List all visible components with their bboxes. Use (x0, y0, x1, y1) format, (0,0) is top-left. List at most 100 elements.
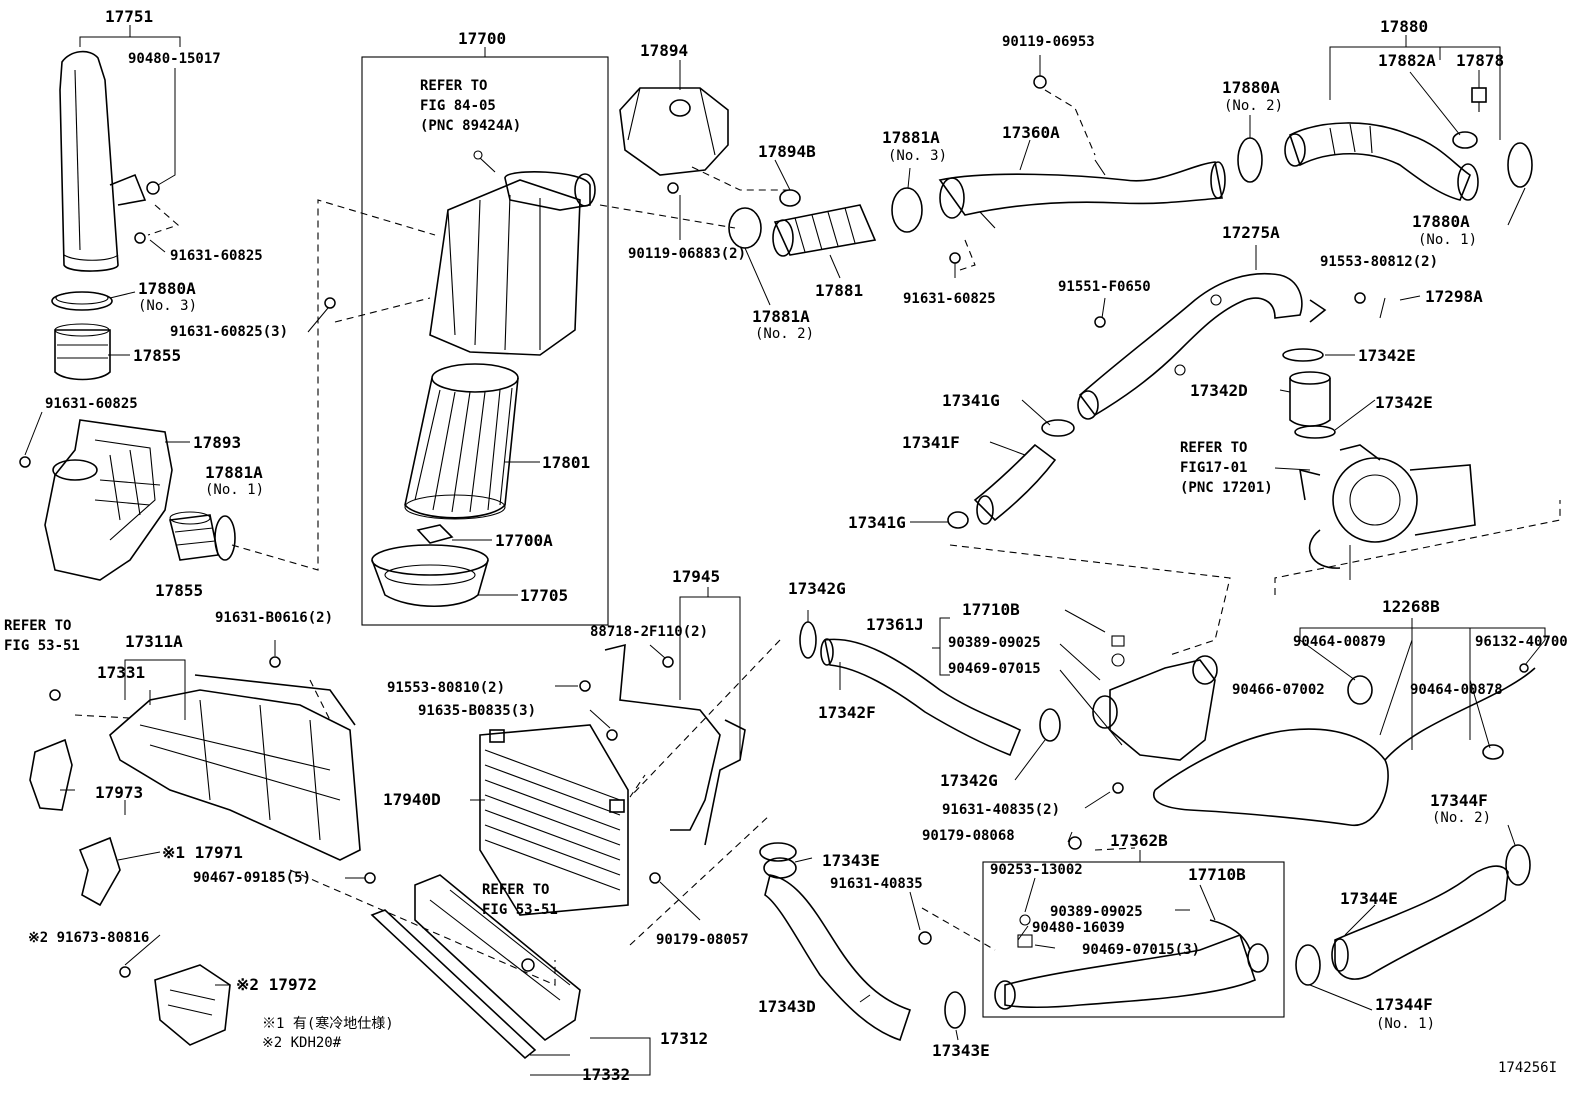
clamp-17882a (1452, 131, 1478, 149)
bolt-icon (949, 252, 961, 264)
bolt-icon (364, 872, 376, 884)
label-17881: 17881 (815, 281, 863, 300)
pipe-17362b (994, 914, 1269, 1010)
label-17360a: 17360A (1002, 123, 1060, 142)
bolt-icon (119, 966, 131, 978)
clamp-17894b (779, 189, 801, 207)
label-17880a: 17880A (138, 279, 196, 298)
resonator-17894 (619, 87, 729, 176)
label-no3: (No. 3) (138, 298, 197, 314)
label-91631-60825: 91631-60825 (903, 291, 996, 307)
label-17341g: 17341G (942, 391, 1000, 410)
label-17332: 17332 (582, 1065, 630, 1084)
label-17710b: 17710B (962, 600, 1020, 619)
label-17882a: 17882A (1378, 51, 1436, 70)
footnote-1: ※1 有(寒冷地仕様) (262, 1015, 394, 1032)
bolt-icon (49, 689, 61, 701)
refer-text: FIG 84-05 (420, 98, 496, 114)
label-91635-b0835-3: 91635-B0835(3) (418, 703, 536, 719)
label-91631-40835-2: 91631-40835(2) (942, 802, 1060, 818)
intake-pipe-17360a (938, 159, 1226, 229)
label-17700a: 17700A (495, 531, 553, 550)
label-96132-40700: 96132-40700 (1475, 634, 1568, 650)
label-17344f: 17344F (1430, 791, 1488, 810)
label-90179-08068: 90179-08068 (922, 828, 1015, 844)
heat-insulator-17331 (109, 674, 361, 861)
bolt-icon (1033, 75, 1047, 89)
label-17940d: 17940D (383, 790, 441, 809)
label-17343d: 17343D (758, 997, 816, 1016)
bolt-icon (146, 181, 160, 195)
refer-text: REFER TO (482, 882, 549, 898)
label-90119-06953: 90119-06953 (1002, 34, 1095, 50)
bracket-17973 (29, 738, 73, 811)
intercooler-17940d (479, 724, 629, 916)
label-17311a: 17311A (125, 632, 183, 651)
hose-17880-assembly (1284, 122, 1479, 201)
refer-text: FIG17-01 (1180, 460, 1247, 476)
label-no1: (No. 1) (205, 482, 264, 498)
bolt-icon (1354, 292, 1366, 304)
clamp-17344f-no1 (1295, 944, 1321, 986)
intake-duct-17751 (59, 50, 147, 272)
bolt-markers (19, 75, 1529, 978)
label-17855: 17855 (155, 581, 203, 600)
label-91631-b0616-2: 91631-B0616(2) (215, 610, 333, 626)
clamp-17341g-upper (1041, 419, 1075, 437)
label-90480-16039: 90480-16039 (1032, 920, 1125, 936)
clamp-17881a-no3 (891, 187, 923, 233)
bolt-icon (269, 656, 281, 668)
clip-17700a (416, 524, 454, 544)
refer-text: REFER TO (1180, 440, 1247, 456)
hose-17855-lower (169, 511, 219, 561)
shield-17312 (414, 874, 581, 1042)
label-17710b: 17710B (1188, 865, 1246, 884)
label-90480-15017: 90480-15017 (128, 51, 221, 67)
label-12268b: 12268B (1382, 597, 1440, 616)
label-17880a: 17880A (1222, 78, 1280, 97)
label-no2: (No. 2) (1224, 98, 1283, 114)
label-17344f: 17344F (1375, 995, 1433, 1014)
bracket-lines (79, 25, 1546, 1076)
pipe-17275a (1077, 272, 1327, 420)
label-17801: 17801 (542, 453, 590, 472)
hose-17342d (1289, 371, 1331, 427)
label-17298a: 17298A (1425, 287, 1483, 306)
bolt-icon (324, 297, 336, 309)
label-90467-09185-5: 90467-09185(5) (193, 870, 311, 886)
cover-17972 (154, 964, 231, 1046)
label-17362b: 17362B (1110, 831, 1168, 850)
label-17881a: 17881A (882, 128, 940, 147)
part-labels: 17751 90480-15017 91631-60825 17880A (No… (4, 7, 1568, 1084)
label-no1: (No. 1) (1376, 1016, 1435, 1032)
clamp-17342e-lower (1294, 425, 1336, 439)
bracket-17971 (78, 836, 121, 907)
label-17894b: 17894B (758, 142, 816, 161)
intake-housing-17893 (44, 419, 173, 581)
filter-element-17801 (404, 363, 519, 520)
label-17945: 17945 (672, 567, 720, 586)
cap-17705 (371, 544, 489, 607)
clamp-17881a-no1 (214, 515, 236, 561)
label-17342d: 17342D (1190, 381, 1248, 400)
label-17342g: 17342G (940, 771, 998, 790)
hose-17881 (772, 204, 877, 257)
bolt-icon (19, 456, 31, 468)
clamp-17880a-no2 (1237, 137, 1263, 183)
label-90389-09025: 90389-09025 (1050, 904, 1143, 920)
label-17971: ※1 17971 (162, 843, 243, 862)
pipe-assembly-frame (982, 861, 1285, 1018)
label-91551-f0650: 91551-F0650 (1058, 279, 1151, 295)
label-17880a: 17880A (1412, 212, 1470, 231)
label-90469-07015-3: 90469-07015(3) (1082, 942, 1200, 958)
bolt-icon (918, 931, 932, 945)
bar-17332 (370, 909, 537, 1060)
label-17881a: 17881A (752, 307, 810, 326)
bolt-icon (649, 872, 661, 884)
label-91673-80816: ※2 91673-80816 (28, 930, 149, 946)
label-90119-06883-2: 90119-06883(2) (628, 246, 746, 262)
label-no1: (No. 1) (1418, 232, 1477, 248)
label-17343e: 17343E (932, 1041, 990, 1060)
bolt-icon (134, 232, 146, 244)
